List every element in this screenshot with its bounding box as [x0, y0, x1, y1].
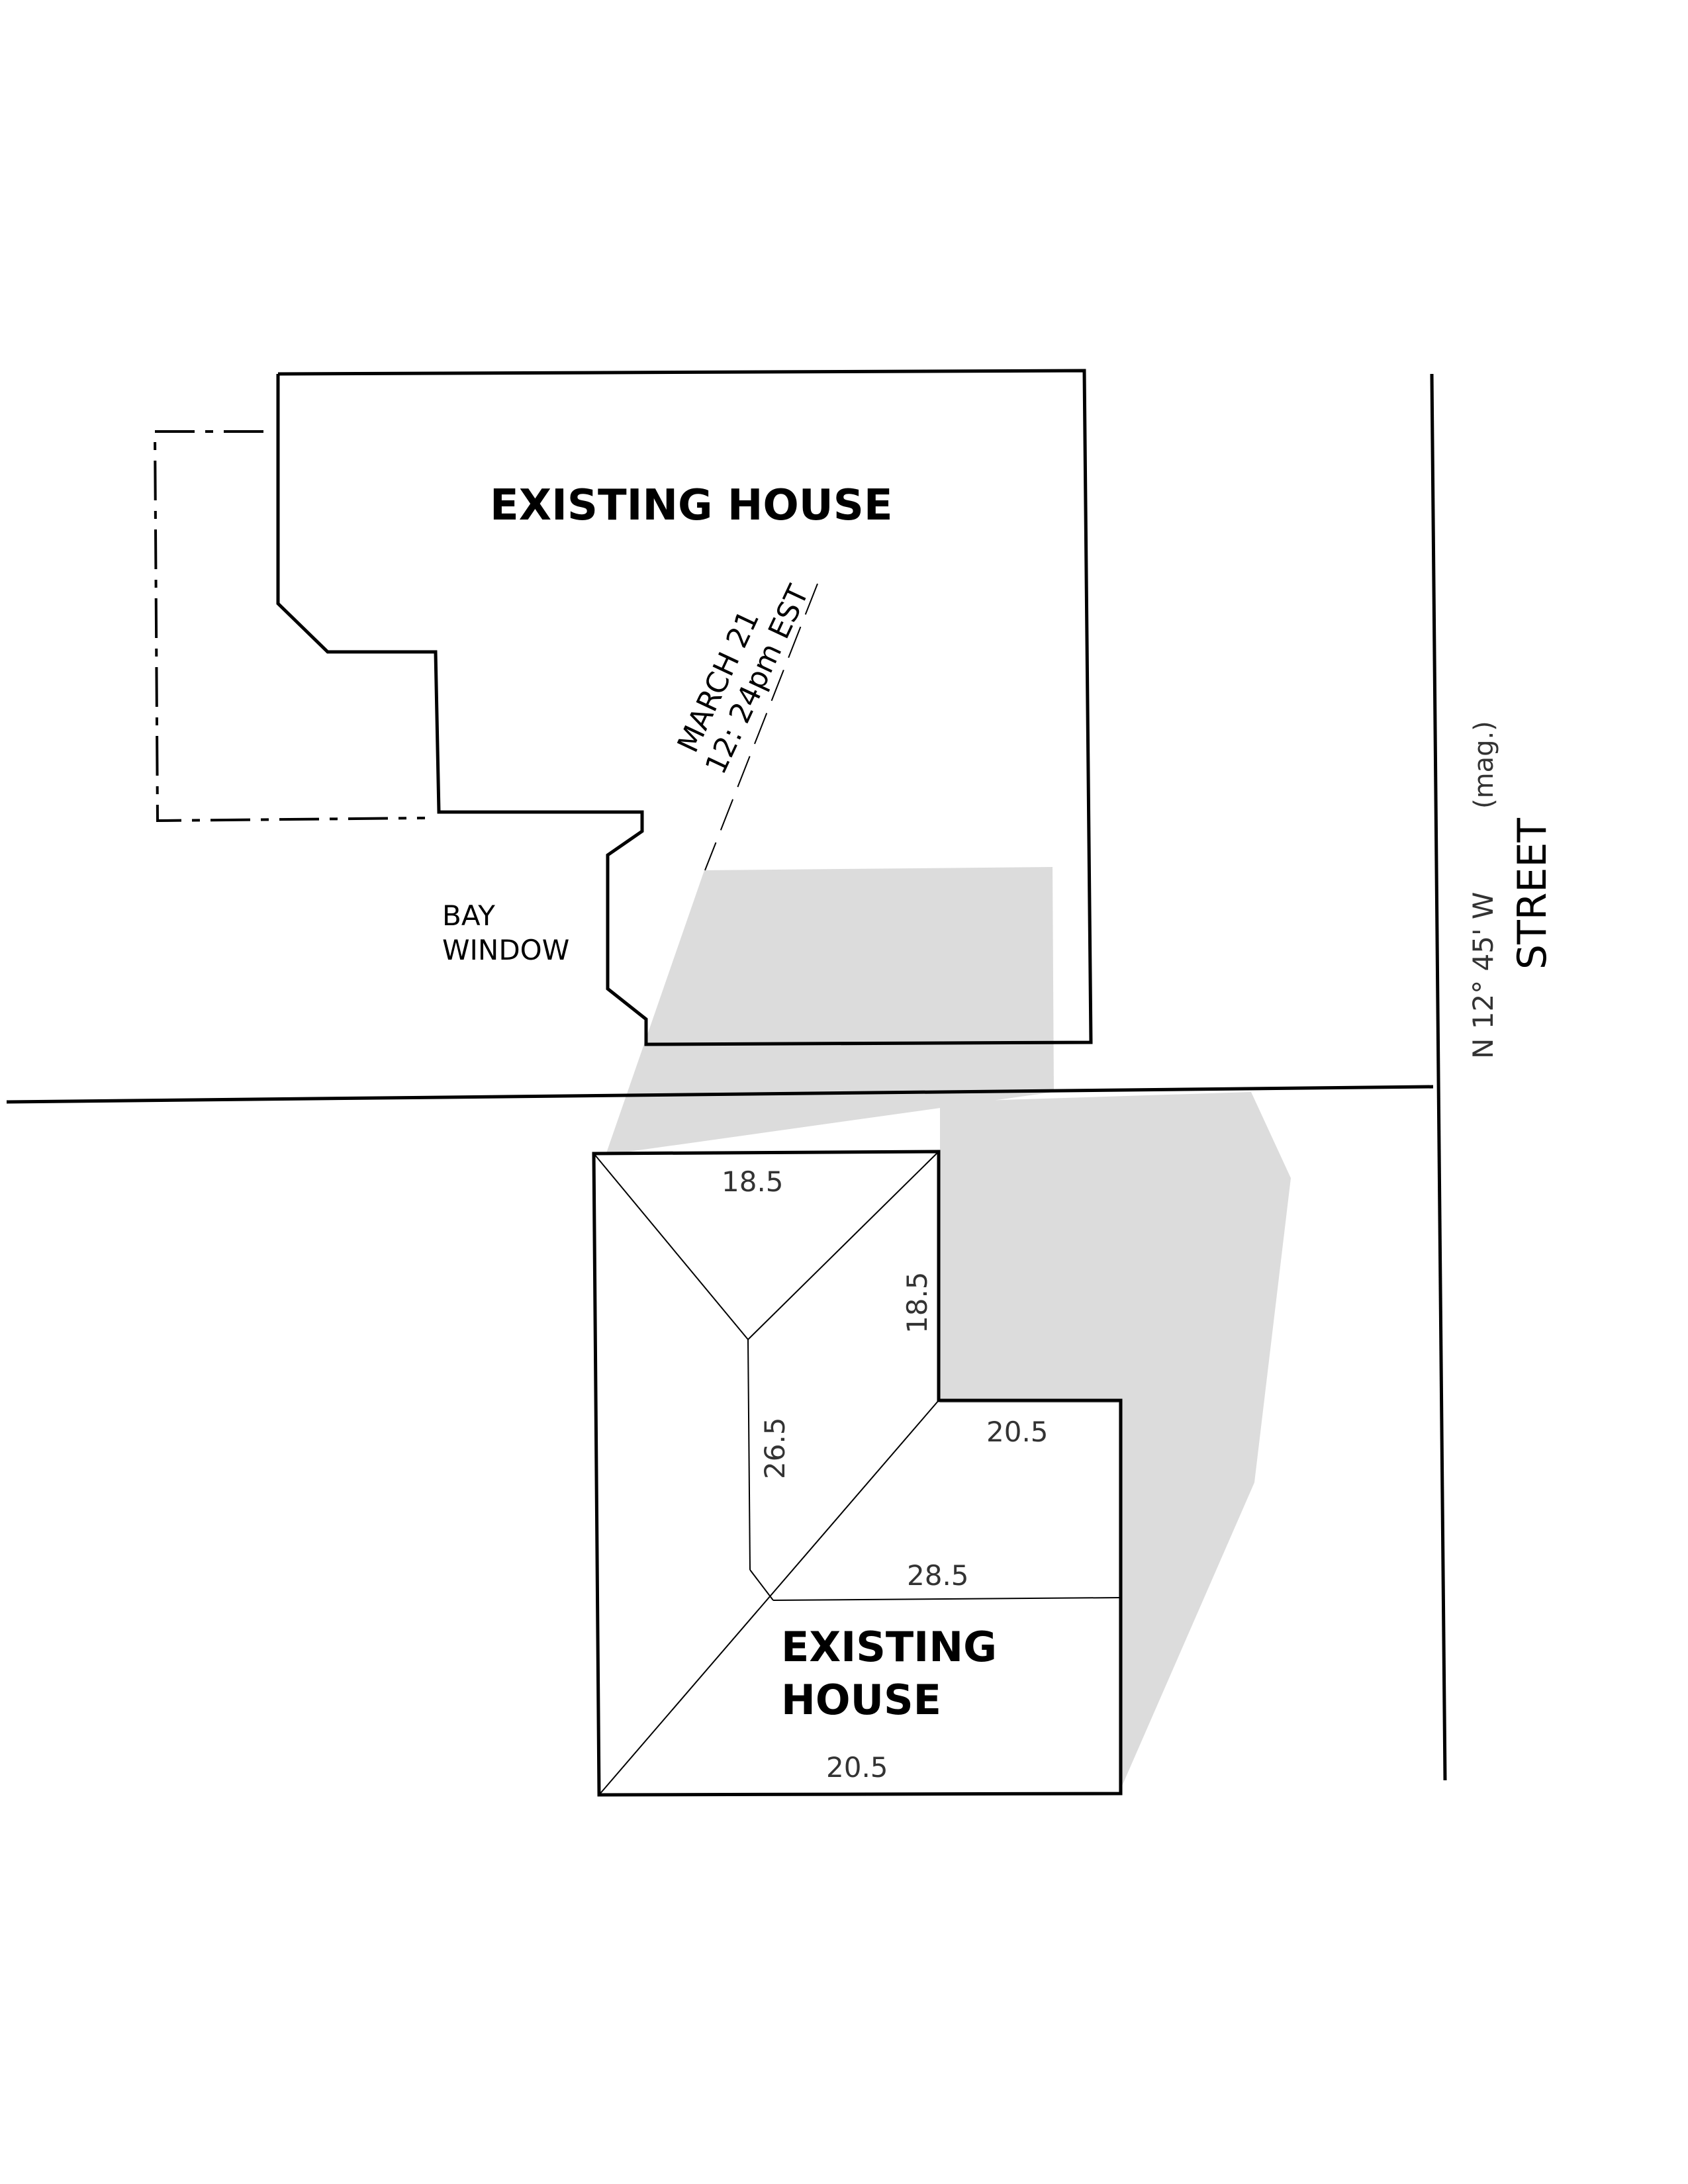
bay-window-label-line1: BAY	[442, 899, 495, 932]
street-bearing-note: (mag.)	[1469, 721, 1499, 809]
property-line	[6, 1085, 1434, 1104]
dim-middle: 28.5	[907, 1559, 969, 1592]
dim-ridge: 26.5	[759, 1417, 791, 1479]
street-bearing: N 12° 45' W	[1467, 892, 1499, 1059]
upper-house-outline	[276, 369, 1093, 1046]
dim-top: 18.5	[722, 1165, 784, 1198]
dim-right-upper: 18.5	[901, 1271, 933, 1334]
sun-ray-line	[704, 583, 818, 871]
shadow-cast-by-lower-house	[940, 1092, 1291, 1794]
dim-bottom: 20.5	[826, 1751, 888, 1784]
bay-window-label-line2: WINDOW	[442, 934, 569, 966]
dim-notch: 20.5	[986, 1416, 1049, 1448]
street-label: STREET	[1509, 818, 1556, 970]
roof-lines	[593, 1151, 1121, 1796]
dash-dot-outline	[153, 430, 426, 823]
lower-house-label-line1: EXISTING	[781, 1623, 997, 1671]
street-line	[1430, 373, 1447, 1781]
upper-house-label: EXISTING HOUSE	[490, 481, 893, 530]
lower-house-label-line2: HOUSE	[781, 1676, 941, 1724]
shadow-cast-on-upper-house	[606, 867, 1054, 1155]
